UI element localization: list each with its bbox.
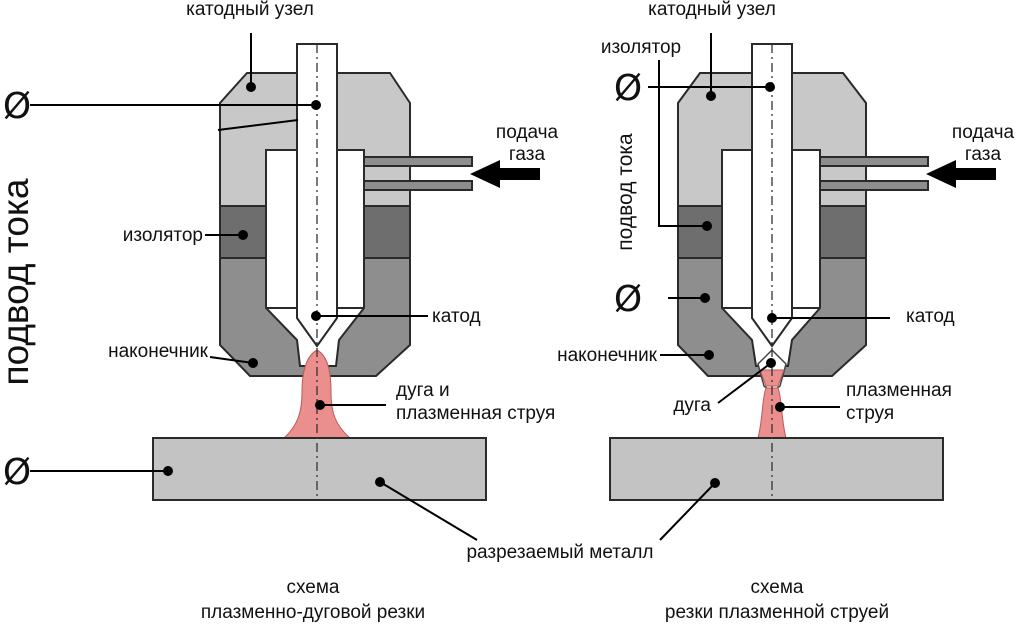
- right-ground-symbol-bottom: Ø: [614, 279, 642, 320]
- right-caption-1: схема: [751, 577, 804, 598]
- connection-dots: [163, 82, 785, 488]
- right-gas-supply-label-1: подача: [952, 122, 1015, 143]
- left-cathode-assembly-label: катодный узел: [186, 0, 314, 20]
- left-gas-supply-label-2: газа: [509, 144, 546, 165]
- left-gas-pipe-bottom: [363, 180, 473, 191]
- right-gas-pipe-bottom: [819, 180, 929, 191]
- leader-lines: [30, 33, 890, 541]
- left-caption-2: плазменно-дуговой резки: [201, 602, 425, 623]
- right-cathode-electrode: [751, 43, 793, 348]
- left-arc-jet-label-1: дуга и: [396, 380, 450, 401]
- right-cathode-assembly-label: катодный узел: [648, 0, 776, 20]
- left-gas-supply-label-1: подача: [496, 122, 559, 143]
- left-insulator-label: изолятор: [123, 225, 203, 246]
- right-insulator-left: [677, 205, 723, 259]
- right-nozzle: [677, 257, 867, 377]
- right-plasma-jet-label-1: плазменная: [846, 380, 952, 401]
- left-nozzle: [219, 257, 411, 377]
- right-arc-label: дуга: [673, 395, 711, 416]
- left-gas-pipe-top: [363, 156, 473, 167]
- left-ground-symbol-top: Ø: [3, 86, 31, 127]
- right-ground-symbol-top: Ø: [614, 68, 642, 109]
- left-nozzle-label: наконечник: [108, 341, 209, 362]
- left-arc-jet-label-2: плазменная струя: [396, 403, 555, 424]
- right-workpiece: [609, 437, 944, 501]
- left-cathode-electrode: [296, 43, 338, 348]
- right-scheme: [609, 43, 944, 501]
- left-cathode-label: катод: [432, 306, 481, 327]
- left-scheme: [152, 43, 487, 501]
- right-caption-2: резки плазменной струей: [665, 602, 889, 623]
- right-insulator-right: [819, 205, 867, 259]
- right-gas-arrow: [926, 160, 996, 188]
- cut-metal-label: разрезаемый металл: [466, 542, 653, 563]
- left-caption-1: схема: [287, 577, 340, 598]
- right-plasma-cap: [759, 369, 785, 387]
- right-cathode-label: катод: [906, 306, 955, 327]
- left-ground-symbol-bottom: Ø: [3, 452, 31, 493]
- right-gas-pipe-top: [819, 156, 929, 167]
- right-insulator-label: изолятор: [601, 37, 681, 58]
- left-gas-arrow: [470, 160, 540, 188]
- left-current-supply-label: подвод тока: [0, 178, 36, 385]
- left-insulator-right: [363, 205, 411, 259]
- right-current-supply-label: подвод тока: [614, 133, 637, 251]
- right-gas-supply-label-2: газа: [965, 144, 1002, 165]
- right-plasma-jet-label-2: струя: [846, 403, 894, 424]
- left-workpiece: [152, 437, 487, 501]
- right-nozzle-label: наконечник: [557, 345, 658, 366]
- gas-arrows: [470, 160, 996, 188]
